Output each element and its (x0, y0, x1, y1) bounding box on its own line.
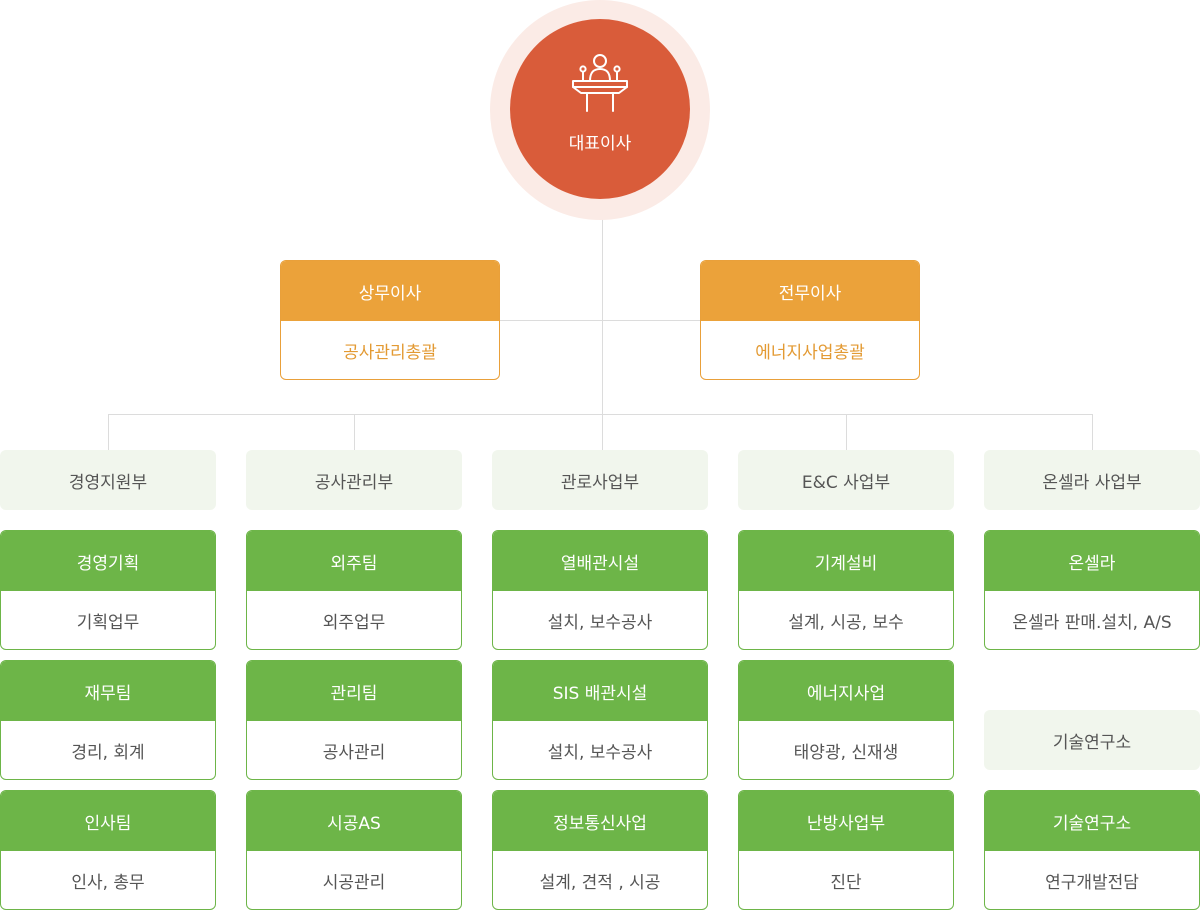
connector-department-horizontal (108, 414, 1093, 415)
team-box: 인사팀 인사, 총무 (0, 790, 216, 910)
team-title: 인사팀 (1, 791, 215, 851)
connector-dept-5 (1092, 414, 1093, 450)
team-title: 온셀라 (985, 531, 1199, 591)
connector-executive-horizontal (499, 320, 701, 321)
team-box: 기술연구소 연구개발전담 (984, 790, 1200, 910)
team-box: 난방사업부 진단 (738, 790, 954, 910)
podium-speaker-icon (572, 53, 628, 112)
team-duty: 설치, 보수공사 (547, 742, 653, 763)
team-box: 열배관시설 설치, 보수공사 (492, 530, 708, 650)
team-title: 시공AS (247, 791, 461, 851)
team-title: 외주팀 (247, 531, 461, 591)
team-duty: 설계, 견적 , 시공 (539, 872, 661, 893)
executive-title: 전무이사 (701, 261, 919, 321)
team-box: 시공AS 시공관리 (246, 790, 462, 910)
executive-duty: 공사관리총괄 (343, 342, 437, 363)
team-duty: 설계, 시공, 보수 (788, 612, 904, 633)
team-box: 에너지사업 태양광, 신재생 (738, 660, 954, 780)
team-duty: 공사관리 (322, 742, 386, 763)
executive-title: 상무이사 (281, 261, 499, 321)
ceo-node: 대표이사 (510, 19, 690, 199)
department-2: 공사관리부 (246, 450, 462, 510)
team-box: SIS 배관시설 설치, 보수공사 (492, 660, 708, 780)
connector-dept-1 (108, 414, 109, 450)
department-1: 경영지원부 (0, 450, 216, 510)
team-box: 재무팀 경리, 회계 (0, 660, 216, 780)
executive-duty: 에너지사업총괄 (755, 342, 865, 363)
connector-dept-4 (846, 414, 847, 450)
team-title: 기술연구소 (985, 791, 1199, 851)
team-duty: 기획업무 (76, 612, 140, 633)
executive-box-2: 전무이사 에너지사업총괄 (700, 260, 920, 380)
team-title: 경영기획 (1, 531, 215, 591)
team-box: 온셀라 온셀라 판매.설치, A/S (984, 530, 1200, 650)
ceo-title: 대표이사 (568, 133, 632, 154)
team-title: 관리팀 (247, 661, 461, 721)
connector-dept-2 (354, 414, 355, 450)
connector-vertical-main (602, 199, 603, 450)
department-3: 관로사업부 (492, 450, 708, 510)
team-title: SIS 배관시설 (493, 661, 707, 721)
team-box: 경영기획 기획업무 (0, 530, 216, 650)
team-box: 정보통신사업 설계, 견적 , 시공 (492, 790, 708, 910)
department-5: 온셀라 사업부 (984, 450, 1200, 510)
team-duty: 경리, 회계 (71, 742, 145, 763)
team-duty: 외주업무 (322, 612, 386, 633)
team-duty: 연구개발전담 (1045, 872, 1139, 893)
team-duty: 시공관리 (322, 872, 386, 893)
team-duty: 진단 (830, 872, 862, 893)
team-duty: 온셀라 판매.설치, A/S (1012, 612, 1172, 633)
department-lab: 기술연구소 (984, 710, 1200, 770)
team-box: 관리팀 공사관리 (246, 660, 462, 780)
team-title: 정보통신사업 (493, 791, 707, 851)
team-title: 기계설비 (739, 531, 953, 591)
team-title: 난방사업부 (739, 791, 953, 851)
team-title: 재무팀 (1, 661, 215, 721)
team-box: 기계설비 설계, 시공, 보수 (738, 530, 954, 650)
team-duty: 설치, 보수공사 (547, 612, 653, 633)
team-duty: 태양광, 신재생 (793, 742, 899, 763)
executive-box-1: 상무이사 공사관리총괄 (280, 260, 500, 380)
team-box: 외주팀 외주업무 (246, 530, 462, 650)
department-4: E&C 사업부 (738, 450, 954, 510)
team-title: 에너지사업 (739, 661, 953, 721)
team-duty: 인사, 총무 (71, 872, 145, 893)
team-title: 열배관시설 (493, 531, 707, 591)
